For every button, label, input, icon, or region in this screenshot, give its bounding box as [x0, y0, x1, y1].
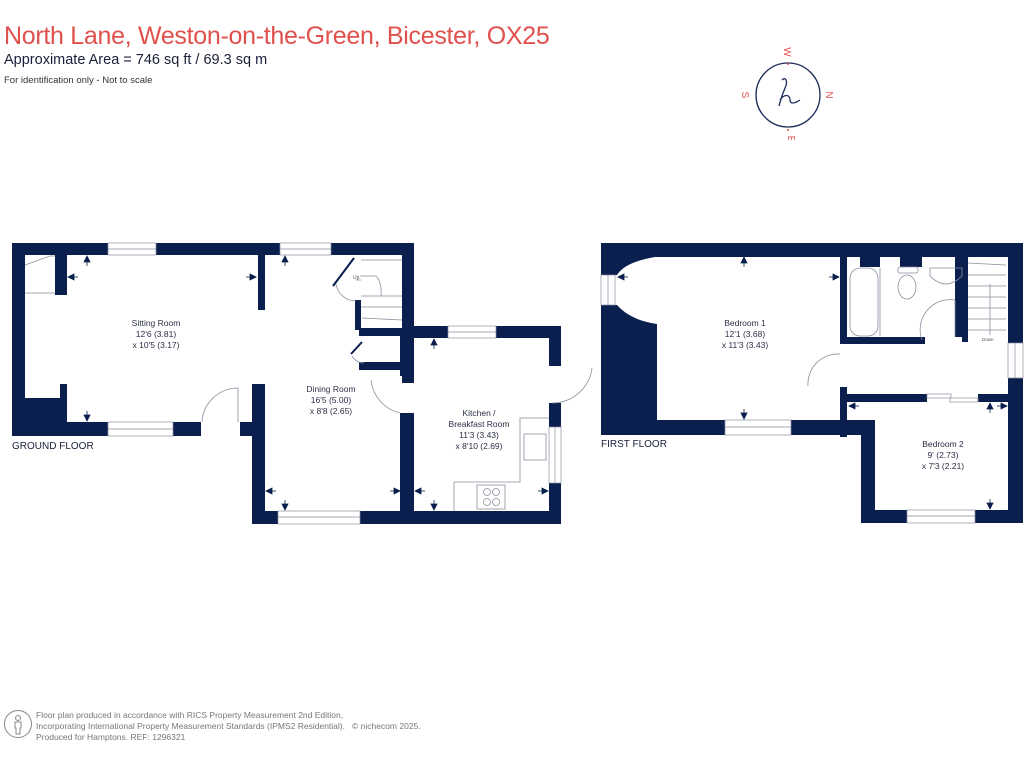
ground-floor-walls	[12, 243, 561, 524]
svg-text:Down: Down	[982, 337, 994, 342]
svg-text:S: S	[739, 92, 750, 99]
room-dining-room: Dining Room 16'5 (5.00) x 8'8 (2.65)	[306, 384, 356, 416]
door-leaves	[332, 257, 363, 355]
first-floor-walls	[601, 243, 1023, 523]
first-floor-label: FIRST FLOOR	[601, 439, 667, 450]
copyright: © nichecom 2025.	[352, 721, 421, 731]
room-bedroom-1: Bedroom 1 12'1 (3.68) x 11'3 (3.43)	[721, 318, 769, 350]
first-floor-fixtures	[807, 262, 1007, 387]
first-floor-windows	[600, 274, 1024, 524]
footer-text: Floor plan produced in accordance with R…	[36, 710, 421, 742]
room-sitting-room: Sitting Room 12'6 (3.81) x 10'5 (3.17)	[131, 318, 181, 350]
ground-floor-fixtures	[24, 255, 593, 511]
ground-floor-label: GROUND FLOOR	[12, 441, 94, 452]
svg-text:N: N	[823, 91, 834, 98]
compass-logo-icon: W N S E	[739, 47, 834, 140]
room-kitchen: Kitchen / Breakfast Room 11'3 (3.43) x 8…	[448, 408, 510, 451]
approximate-area: Approximate Area = 746 sq ft / 69.3 sq m	[4, 52, 268, 68]
disclaimer-note: For identification only - Not to scale	[4, 75, 153, 86]
measurement-arrows	[67, 255, 1008, 511]
room-bedroom-2: Bedroom 2 9' (2.73) x 7'3 (2.21)	[921, 439, 965, 471]
ground-floor-windows	[107, 242, 562, 525]
property-title: North Lane, Weston-on-the-Green, Biceste…	[4, 22, 550, 50]
svg-text:Up: Up	[353, 275, 360, 281]
svg-text:W: W	[781, 47, 792, 57]
svg-text:E: E	[785, 136, 796, 140]
person-info-icon	[4, 710, 32, 738]
